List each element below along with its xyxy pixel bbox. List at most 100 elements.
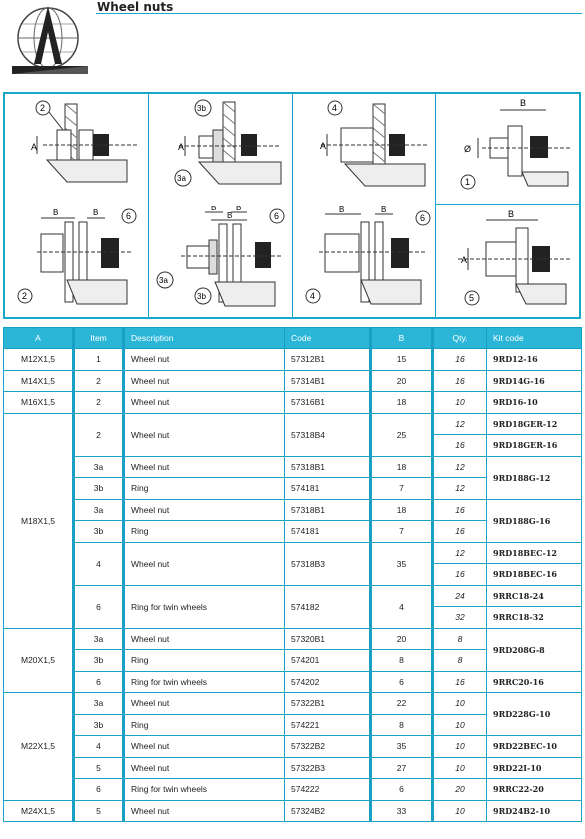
- svg-text:B: B: [53, 208, 58, 217]
- cell-description: Wheel nut: [122, 692, 285, 715]
- col-header-kit: Kit code: [486, 327, 582, 349]
- table-row: M20X1,5 3a Wheel nut 57320B1 20 8 9RD208…: [3, 627, 582, 693]
- title-divider: [96, 13, 582, 14]
- col-header-code: Code: [284, 327, 371, 349]
- cell-qty: 10: [431, 799, 487, 822]
- cell-code: 57314B1: [284, 369, 371, 392]
- cell-description: Wheel nut: [122, 369, 285, 392]
- cell-kit: 9RD18BEC-16: [486, 563, 582, 586]
- cell-qty: 16: [431, 498, 487, 521]
- table-row: 6 Ring for twin wheels 574222 6 20 9RRC2…: [4, 778, 582, 801]
- cell-description: Ring for twin wheels: [122, 778, 285, 801]
- cell-item: 3b: [72, 477, 124, 500]
- svg-text:A: A: [31, 142, 37, 152]
- panel-divider: [148, 94, 149, 317]
- svg-text:Ø: Ø: [464, 144, 471, 154]
- diagram-nut-4-single: A 4: [320, 100, 427, 187]
- cell-item: 3a: [72, 498, 124, 521]
- cell-b: 15: [369, 348, 433, 371]
- cell-b: 4: [369, 584, 433, 629]
- diagram-nut-1: B Ø 1: [460, 98, 570, 190]
- table-row: M18X1,5 2 Wheel nut 57318B4 25 12 9RD18G…: [3, 412, 582, 629]
- table-row: 16 9RD18BEC-16: [4, 563, 582, 586]
- cell-kit: 9RRC18-32: [486, 606, 582, 629]
- cell-kit: 9RD18BEC-12: [486, 541, 582, 564]
- brand-logo: [4, 2, 94, 78]
- svg-text:6: 6: [274, 211, 279, 221]
- cell-a: M18X1,5: [3, 412, 74, 629]
- cell-b: 7: [369, 520, 433, 543]
- svg-text:4: 4: [332, 103, 337, 113]
- cell-item: 3a: [72, 627, 124, 650]
- diagram-nut-5: B A 5: [458, 209, 570, 306]
- cell-code: 574202: [284, 670, 371, 693]
- cell-qty: 10: [431, 735, 487, 758]
- cell-b: 20: [369, 369, 433, 392]
- svg-text:3b: 3b: [197, 104, 206, 113]
- cell-kit: 9RD14G-16: [486, 369, 582, 392]
- cell-qty: 10: [431, 391, 487, 414]
- cell-qty: 12: [431, 455, 487, 478]
- cell-qty: 16: [431, 520, 487, 543]
- cell-description: Ring for twin wheels: [122, 584, 285, 629]
- table-row: 6 Ring for twin wheels 574202 6 16 9RRC2…: [4, 670, 582, 693]
- panel-divider: [435, 94, 436, 317]
- cell-code: 57324B2: [284, 799, 371, 822]
- cell-description: Ring for twin wheels: [122, 670, 285, 693]
- svg-text:1: 1: [465, 177, 470, 187]
- cell-item: 3b: [72, 649, 124, 672]
- col-header-qty: Qty.: [431, 327, 487, 349]
- cell-qty: 10: [431, 692, 487, 715]
- diagram-nut-4-twin: B B 6 4: [305, 206, 431, 305]
- cell-code: 574182: [284, 584, 371, 629]
- cell-kit: 9RD188G-16: [486, 498, 582, 543]
- cell-b: 25: [369, 412, 433, 457]
- svg-text:6: 6: [420, 213, 425, 223]
- diagram-nut-3a-3b: A 3b 3a: [174, 99, 282, 187]
- cell-b: 35: [369, 541, 433, 586]
- table-row: 5 Wheel nut 57322B3 27 10 9RD22I-10: [4, 756, 582, 779]
- cell-description: Wheel nut: [122, 541, 285, 586]
- cell-code: 57322B3: [284, 756, 371, 779]
- cell-b: 18: [369, 498, 433, 521]
- panel-divider: [435, 204, 579, 205]
- cell-description: Wheel nut: [122, 412, 285, 457]
- table-row: 3a Wheel nut 57318B1 18 16 9RD188G-16: [4, 498, 582, 543]
- cell-b: 18: [369, 455, 433, 478]
- svg-text:B: B: [520, 98, 526, 108]
- svg-text:B: B: [339, 206, 344, 214]
- cell-qty: 12: [431, 541, 487, 564]
- cell-qty: 10: [431, 756, 487, 779]
- cell-item: 1: [72, 348, 124, 371]
- table-row: 6 Ring for twin wheels 574182 4 24 9RRC1…: [4, 584, 582, 629]
- cell-item: 3b: [72, 713, 124, 736]
- cell-kit: 9RD22BEC-10: [486, 735, 582, 758]
- cell-description: Wheel nut: [122, 348, 285, 371]
- cell-qty: 12: [431, 412, 487, 435]
- cell-qty: 16: [431, 369, 487, 392]
- cell-item: 3b: [72, 520, 124, 543]
- cell-qty: 16: [431, 670, 487, 693]
- cell-item: 2: [72, 369, 124, 392]
- svg-text:A: A: [461, 255, 467, 265]
- cell-code: 574201: [284, 649, 371, 672]
- cell-code: 57318B1: [284, 498, 371, 521]
- svg-text:B: B: [93, 208, 98, 217]
- cell-code: 57318B3: [284, 541, 371, 586]
- svg-text:3a: 3a: [177, 174, 186, 183]
- cell-qty: 8: [431, 627, 487, 650]
- cell-b: 7: [369, 477, 433, 500]
- cell-item: 3a: [72, 455, 124, 478]
- cell-kit: 9RRC18-24: [486, 584, 582, 607]
- cell-item: 2: [72, 412, 124, 457]
- diagram-nut-2-twin: B B 6 2: [17, 208, 137, 305]
- cell-qty: 12: [431, 477, 487, 500]
- svg-text:B: B: [236, 206, 241, 212]
- cell-b: 27: [369, 756, 433, 779]
- svg-text:5: 5: [469, 293, 474, 303]
- cell-a: M22X1,5: [3, 692, 74, 801]
- cell-qty: 16: [431, 563, 487, 586]
- cell-b: 8: [369, 649, 433, 672]
- cell-kit: 9RD12-16: [486, 348, 582, 371]
- cell-code: 574222: [284, 778, 371, 801]
